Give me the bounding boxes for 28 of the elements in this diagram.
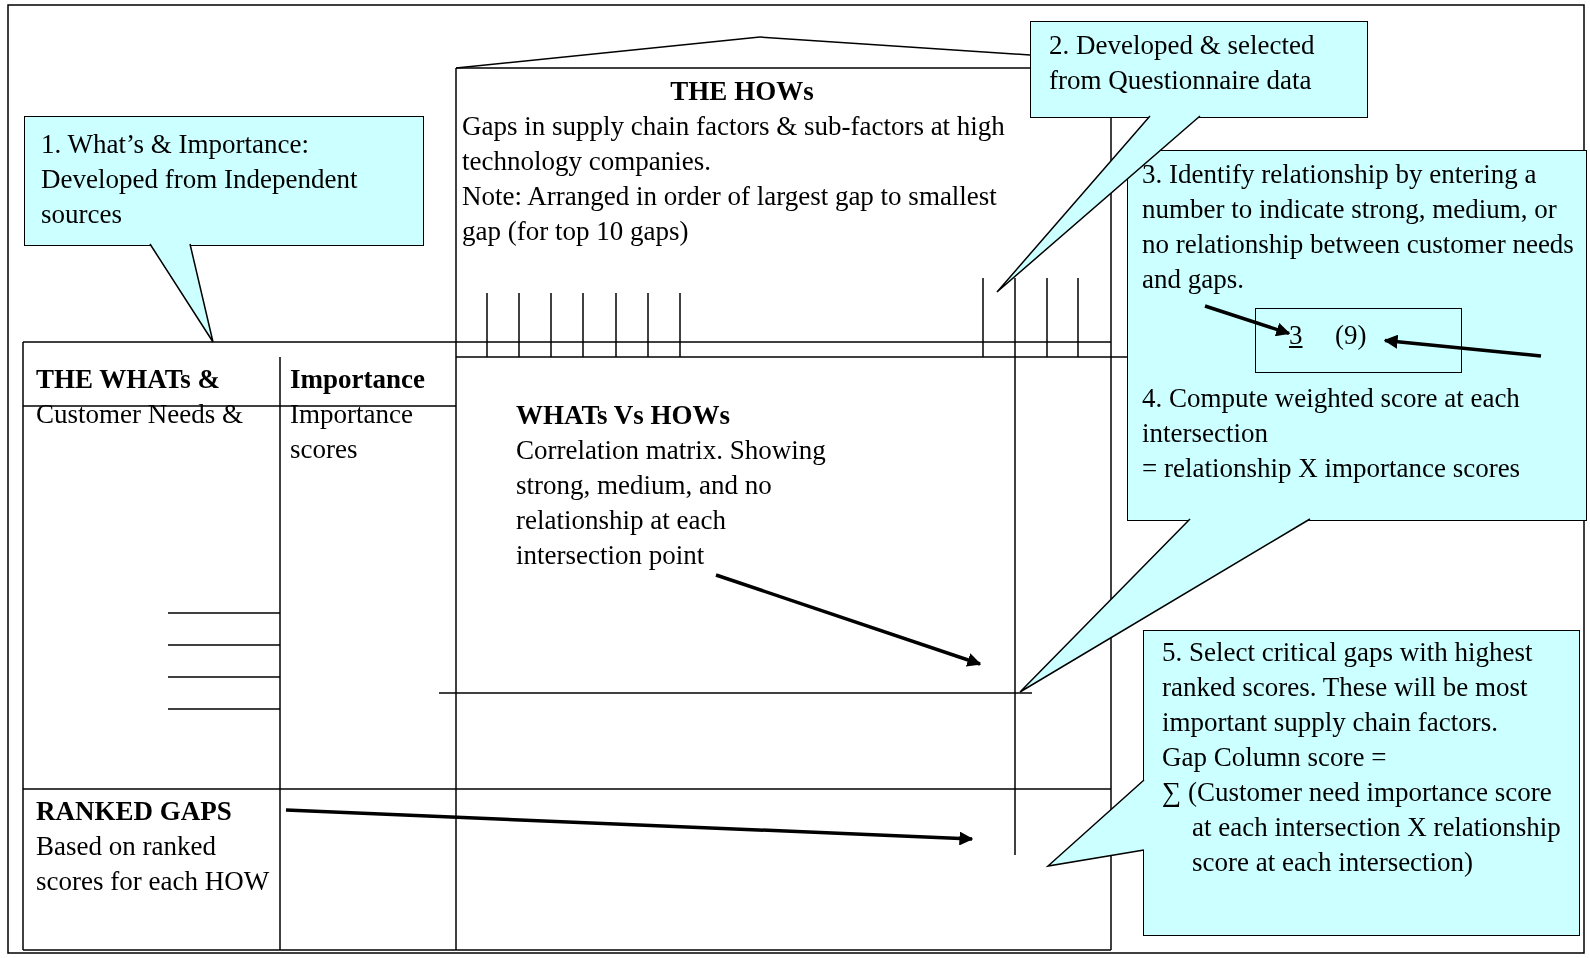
callout-text: 5. Select critical gaps with highest ranked scores. These will be most important supply chain factors.: [1162, 636, 1534, 739]
weighted-score: (9): [1335, 318, 1385, 358]
callout-box: [1127, 150, 1587, 521]
formula-text: = relationship X importance scores: [1142, 452, 1522, 485]
arrow: [1383, 334, 1542, 358]
callout-text: 2. Developed & selected from Questionnaire data: [1049, 29, 1316, 97]
column-heading: Importance: [290, 363, 426, 396]
arrow: [1204, 304, 1291, 337]
callout-box: [1030, 21, 1368, 118]
note-text: Note: Arranged in order of largest gap to smallest gap (for top 10 gaps): [462, 180, 998, 248]
number-box: [1255, 308, 1462, 373]
relationship-number: 3: [1289, 318, 1317, 358]
column-text: Importance scores: [290, 398, 414, 466]
description-text: Based on ranked scores for each HOW: [36, 830, 271, 898]
column-heading: THE WHATs &: [36, 363, 222, 396]
callout-text: 4. Compute weighted score at each intersection: [1142, 382, 1521, 450]
description-text: Correlation matrix. Showing strong, medium, and no relationship at each intersection point: [516, 434, 827, 572]
formula-text: Gap Column score =: [1162, 741, 1388, 774]
callout-text: 1. What’s & Importance: Developed from Independent sources: [41, 128, 359, 231]
section-heading: THE HOWs: [669, 75, 815, 108]
arrow: [285, 808, 974, 846]
formula-text: ∑ (Customer need importance score at each intersection X relationship score at each intersection): [1162, 776, 1562, 879]
column-text: Customer Needs &: [36, 398, 244, 431]
arrow: [715, 573, 982, 667]
description-text: Gaps in supply chain factors & sub-factors at high technology companies.: [462, 110, 1006, 178]
callout-text: 3. Identify relationship by entering a number to indicate strong, medium, or no relationship between customer needs and gaps.: [1142, 158, 1575, 296]
section-heading: WHATs Vs HOWs: [516, 399, 732, 432]
section-heading: RANKED GAPS: [36, 795, 233, 828]
